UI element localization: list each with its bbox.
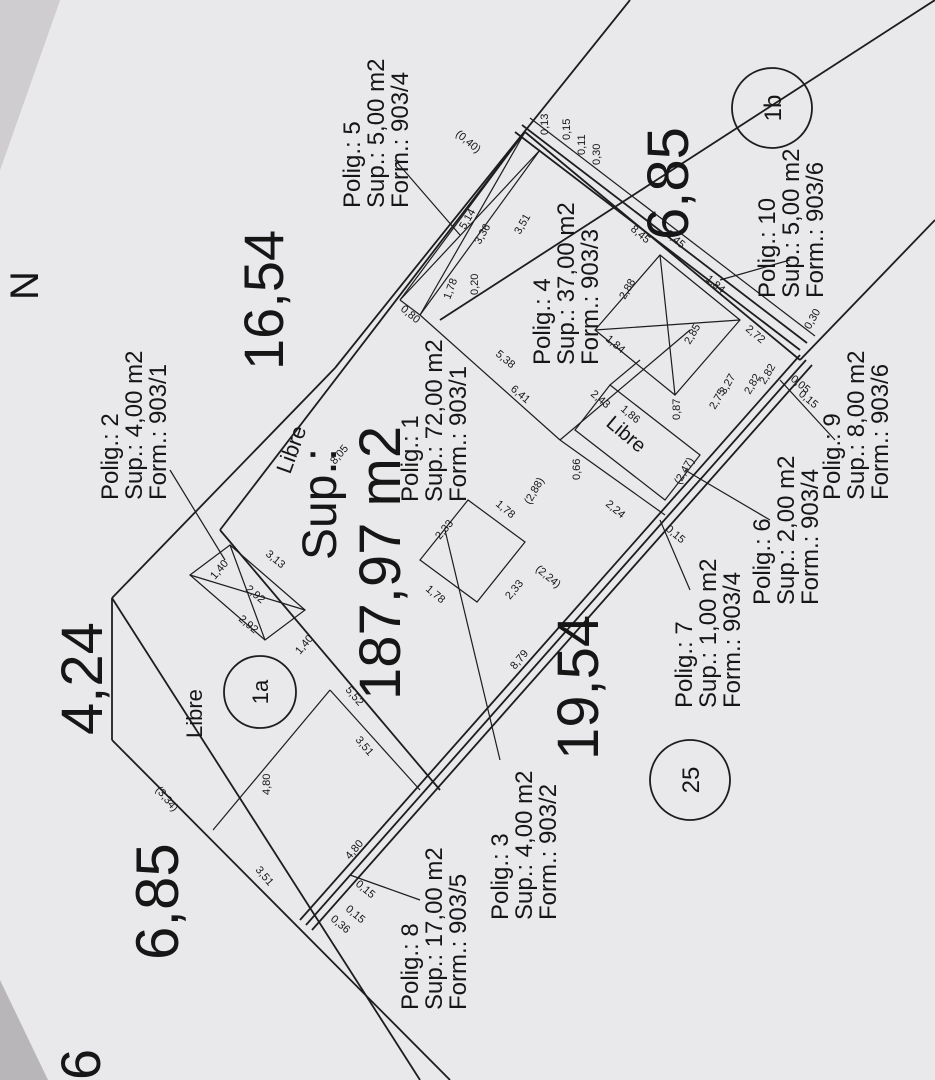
wall-south-a [299,354,801,921]
polig9-form: Form.: 903/6 [867,364,894,500]
polig2-form: Form.: 903/1 [145,364,172,500]
polig7-name: Polig.: 7 [671,621,698,708]
dim-4-24: 4,24 [50,622,115,735]
building-right-edge [524,131,801,361]
polig4-sup: Sup.: 37,00 m2 [553,202,580,365]
m-0-30a: 0,30 [591,144,603,165]
building-top-edge [219,131,526,531]
boundary-upper-right [439,0,935,321]
strip-top-b [419,149,541,316]
m-0-15d: 0,15 [561,119,573,140]
boundary-top-long [334,0,631,369]
north-mark: N [3,271,47,300]
polig3-box [419,499,526,603]
leader-polig2 [169,469,226,561]
polig2-x-b [229,544,266,641]
strip-top-cross-b [419,131,526,316]
leader-polig7 [659,519,691,591]
m-0-66: 0,66 [571,459,583,480]
total-area-label: Sup.: [294,448,347,560]
m-0-11: 0,11 [576,134,588,155]
lot-number-25: 25 [678,767,705,794]
boundary-right-lower [799,219,935,361]
wall-east-c [529,117,816,337]
building-left-edge [219,529,441,791]
divider-mid [559,439,666,516]
paper-corner-shadow [0,0,60,170]
dim-6-85-left: 6,85 [124,843,191,960]
libre-room-small [574,384,701,501]
polig3-form: Form.: 903/2 [535,784,562,920]
polig6-form: Form.: 903/4 [797,469,824,605]
libre-room-small-link [609,359,641,386]
wall-south-c [311,364,813,931]
polig5-sup: Sup.: 5,00 m2 [363,59,390,208]
polig10-x-b [659,254,676,396]
total-area-value: 187,97 m2 [348,426,413,700]
leader-polig5 [394,159,461,236]
strip-top-cap [399,299,421,316]
polig10-form: Form.: 903/6 [802,162,829,298]
dim-6-85-right: 6,85 [636,127,701,240]
polig6-sup: Sup.: 2,00 m2 [773,456,800,605]
boundary-top-diagonal [111,367,336,599]
m-0-13: 0,13 [539,114,551,135]
polig9-name: Polig.: 9 [819,413,846,500]
wall-east-a [514,131,801,351]
leader-polig10 [719,259,791,281]
lot-circle-25 [649,739,731,821]
leader-polig8 [349,874,421,901]
strip-top-cross-a [399,149,541,301]
polig2-name: Polig.: 2 [97,413,124,500]
polig10-name: Polig.: 10 [754,198,781,298]
leader-polig9 [779,379,836,441]
left-room-divider-b [329,689,421,791]
plan-linework [111,0,935,1080]
polig4-name: Polig.: 4 [529,278,556,365]
leader-polig3 [444,529,501,761]
wall-south-b [305,359,807,926]
polig1-name: Polig.: 1 [397,415,424,502]
lot-number-1b: 1b [760,95,787,122]
polig8-name: Polig.: 8 [397,923,424,1010]
polig7-form: Form.: 903/4 [719,572,746,708]
boundary-left-lower [111,739,451,1080]
polig7-sup: Sup.: 1,00 m2 [695,559,722,708]
polig9-sup: Sup.: 8,00 m2 [843,351,870,500]
leader-polig6 [684,469,771,521]
divider-upper [419,314,561,441]
edge-number: 6 [49,1049,112,1080]
polig1-form: Form.: 903/1 [445,366,472,502]
polig5-name: Polig.: 5 [339,121,366,208]
libre-label-left: Libre [182,689,207,738]
polig8-sup: Sup.: 17,00 m2 [421,847,448,1010]
left-room-divider [212,689,331,831]
polig3-sup: Sup.: 4,00 m2 [511,771,538,920]
wall-east-b [521,124,808,344]
lot-circle-1a [223,655,297,729]
polig2-sup: Sup.: 4,00 m2 [121,351,148,500]
polig8-form: Form.: 903/5 [445,874,472,1010]
lot-circle-1b [731,67,813,149]
boundary-left-outer [111,597,421,1080]
polig5-form: Form.: 903/4 [387,72,414,208]
polig6-name: Polig.: 6 [749,518,776,605]
lot-number-1a: 1a [248,679,273,704]
polig10-sup: Sup.: 5,00 m2 [778,149,805,298]
polig1-sup: Sup.: 72,00 m2 [421,339,448,502]
polig3-name: Polig.: 3 [487,833,514,920]
polig4-form: Form.: 903/3 [577,229,604,365]
m-4-80a: 4,80 [261,774,273,795]
dim-19-54: 19,54 [546,615,611,760]
m-0-87: 0,87 [671,399,683,420]
m-0-20: 0,20 [469,274,481,295]
dim-16-54: 16,54 [232,230,295,370]
strip-top-a [399,131,526,301]
